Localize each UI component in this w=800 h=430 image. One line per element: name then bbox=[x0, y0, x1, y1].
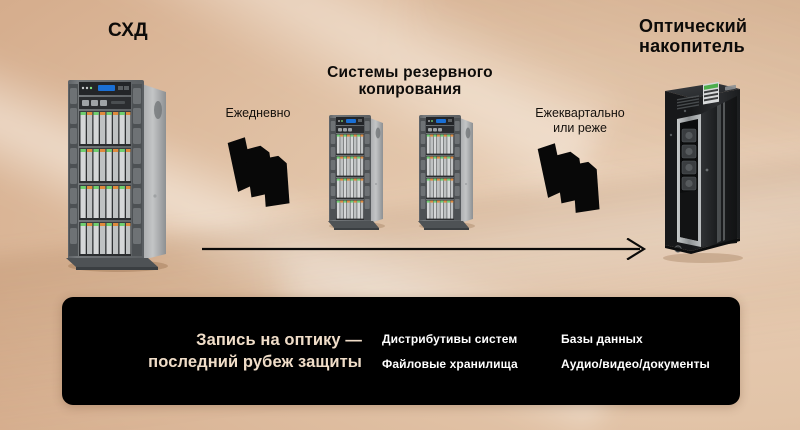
panel-item: Файловые хранилища bbox=[382, 356, 518, 371]
panel-item: Дистрибутивы систем bbox=[382, 331, 518, 346]
backup-server-tower-2-image bbox=[418, 115, 475, 230]
document-stack-icon-quarterly bbox=[537, 143, 600, 213]
label-storage-system: СХД bbox=[108, 20, 148, 41]
flow-arrow-icon bbox=[202, 238, 647, 260]
panel-item-grid: Дистрибутивы систем Базы данных Файловые… bbox=[382, 332, 740, 371]
storage-server-tower-image bbox=[66, 80, 168, 272]
backup-server-tower-1-image bbox=[328, 115, 385, 230]
panel-item: Базы данных bbox=[561, 331, 643, 346]
optical-storage-library-image bbox=[663, 81, 743, 263]
document-stack-icon-daily bbox=[227, 137, 290, 207]
panel-item: Аудио/видео/документы bbox=[561, 356, 710, 371]
caption-quarterly: Ежеквартально или реже bbox=[535, 106, 625, 136]
caption-daily: Ежедневно bbox=[225, 106, 291, 120]
summary-panel: Запись на оптику — последний рубеж защит… bbox=[62, 297, 740, 405]
panel-headline: Запись на оптику — последний рубеж защит… bbox=[148, 330, 362, 371]
label-backup-systems: Системы резервного копирования bbox=[327, 64, 493, 99]
label-optical-storage: Оптический накопитель bbox=[639, 16, 748, 57]
